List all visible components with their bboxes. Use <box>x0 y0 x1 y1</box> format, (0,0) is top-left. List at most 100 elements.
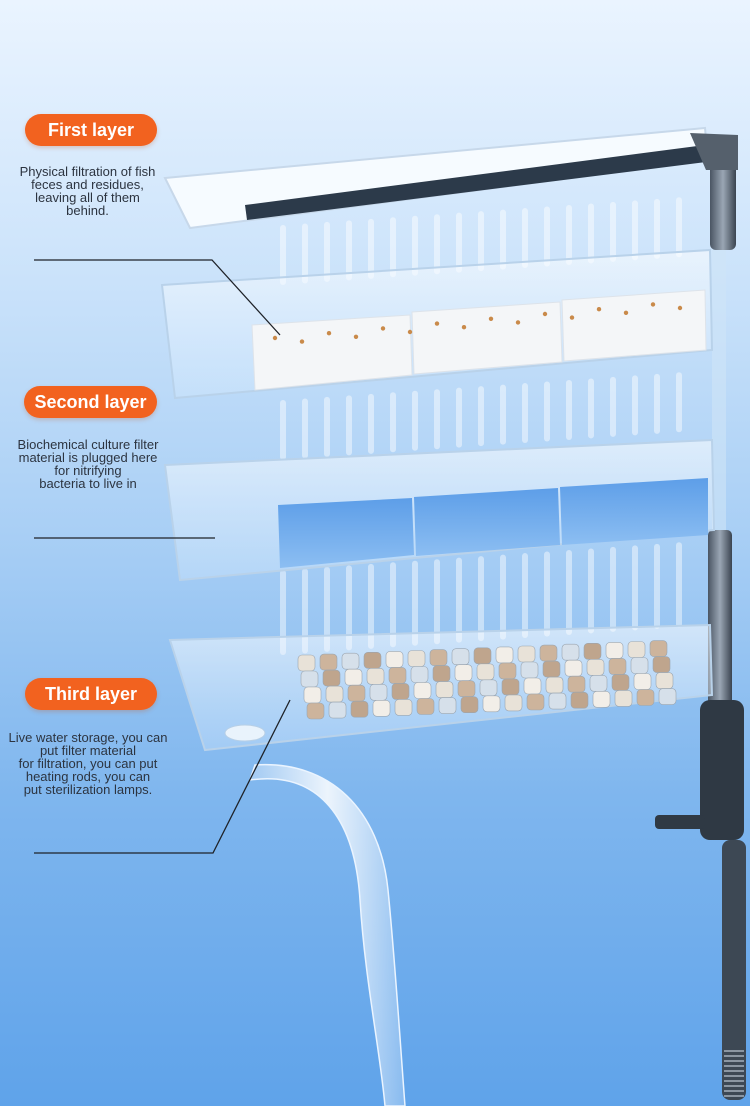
water-drip <box>478 556 484 642</box>
ceramic-ring <box>297 654 316 672</box>
ceramic-ring <box>539 644 558 662</box>
ceramic-ring <box>501 678 520 696</box>
tray-ceramic-rings <box>168 623 714 752</box>
water-drip <box>588 203 594 264</box>
water-drip <box>676 197 682 258</box>
pump-pipe <box>655 150 746 1100</box>
ceramic-ring <box>495 646 514 664</box>
water-drip <box>588 378 594 439</box>
water-drip <box>434 559 440 645</box>
ceramic-ring <box>658 688 677 705</box>
ceramic-ring <box>306 702 325 720</box>
ceramic-ring <box>523 677 542 695</box>
ceramic-ring <box>567 675 586 693</box>
water-drip <box>500 384 506 445</box>
water-drip <box>324 566 330 652</box>
ceramic-ring <box>473 647 492 665</box>
tray-white-sponge <box>160 248 714 400</box>
ceramic-ring <box>369 683 388 701</box>
water-drip <box>368 563 374 649</box>
ceramic-ring <box>570 691 589 709</box>
sponge-dot <box>623 310 629 315</box>
water-drip <box>632 545 638 631</box>
sponge-dot <box>488 316 494 321</box>
ceramic-ring <box>517 645 536 663</box>
ceramic-ring <box>435 681 454 698</box>
ceramic-ring <box>520 661 539 679</box>
ceramic-ring <box>608 658 627 675</box>
ceramic-ring <box>391 683 410 700</box>
water-drip <box>390 392 396 453</box>
water-drip <box>654 543 660 629</box>
ceramic-ring <box>611 674 630 691</box>
sponge-dot <box>677 305 683 311</box>
ceramic-ring <box>407 650 426 667</box>
sponge-dot <box>650 302 656 307</box>
water-drip <box>280 225 286 285</box>
ceramic-ring <box>583 642 602 660</box>
water-drip <box>544 551 550 637</box>
ceramic-ring <box>438 697 457 714</box>
ceramic-ring <box>652 656 671 673</box>
second-layer-description: Biochemical culture filter material is p… <box>17 437 159 491</box>
pump-grill-slot <box>724 1085 744 1087</box>
water-drip <box>390 562 396 648</box>
water-drip <box>434 214 440 275</box>
ceramic-ring <box>605 642 624 659</box>
outflow-water <box>248 763 406 1106</box>
sponge-dot <box>461 325 467 330</box>
water-drip <box>412 560 418 646</box>
ceramic-ring <box>561 643 580 661</box>
water-drips <box>280 197 682 655</box>
ceramic-ring <box>347 684 366 702</box>
ceramic-ring <box>328 701 347 719</box>
ceramic-ring <box>432 665 451 682</box>
ceramic-ring <box>319 653 338 671</box>
ceramic-ring <box>614 690 633 707</box>
ceramic-ring <box>636 689 655 706</box>
water-drip <box>478 386 484 447</box>
sponge-dot <box>407 329 413 335</box>
water-drip <box>500 209 506 270</box>
sponge-dot <box>380 326 386 331</box>
ceramic-ring <box>451 648 470 666</box>
second-layer-label: Second layer <box>24 386 157 418</box>
ceramic-ring <box>479 679 498 697</box>
ceramic-ring <box>633 673 652 690</box>
water-drip <box>302 398 308 459</box>
ceramic-ring <box>649 640 668 657</box>
first-layer-label: First layer <box>25 114 157 146</box>
ceramic-ring <box>300 670 319 688</box>
callout-line-1 <box>34 259 281 336</box>
water-drip <box>478 211 484 272</box>
ceramic-ring <box>372 699 391 717</box>
callout-lines <box>34 259 291 854</box>
ceramic-ring <box>504 694 523 712</box>
water-drip <box>390 217 396 278</box>
water-drip <box>522 553 528 639</box>
ceramic-ring <box>350 700 369 718</box>
pump-grill-slot <box>724 1060 744 1062</box>
water-drip <box>676 542 682 628</box>
water-drip <box>324 221 330 282</box>
third-layer-description: Live water storage, you can put filter m… <box>8 730 168 797</box>
water-drip <box>368 218 374 279</box>
ceramic-ring <box>548 692 567 710</box>
water-drip <box>566 549 572 635</box>
sponge-dot <box>542 311 548 317</box>
water-drip <box>522 208 528 269</box>
ceramic-ring <box>325 685 344 703</box>
sponge-dot <box>596 307 602 312</box>
pump-grill-slot <box>724 1080 744 1082</box>
water-drip <box>302 568 308 654</box>
water-drip <box>654 198 660 259</box>
ceramic-ring <box>341 652 360 670</box>
water-drip <box>610 546 616 632</box>
ceramic-ring <box>394 699 413 716</box>
ceramic-ring <box>429 649 448 666</box>
ceramic-ring <box>627 641 646 658</box>
water-drip <box>280 400 286 460</box>
water-drip <box>544 381 550 442</box>
